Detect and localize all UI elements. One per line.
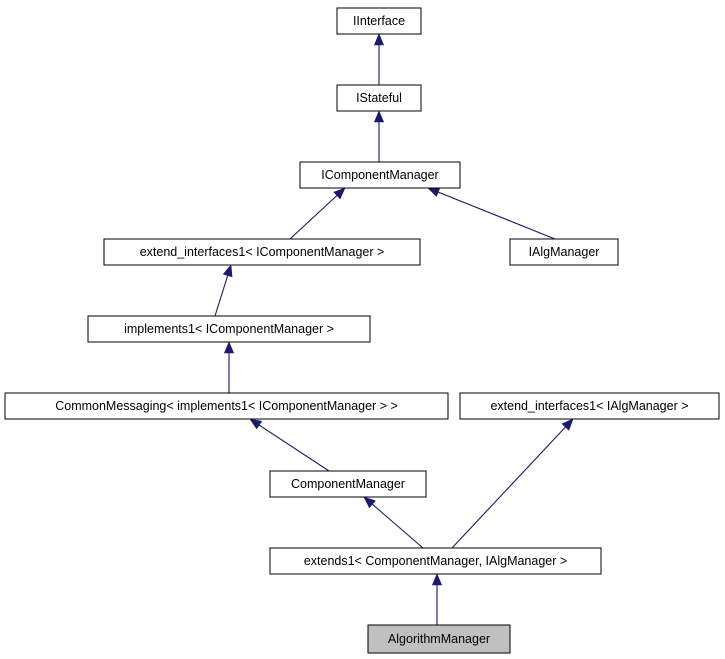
class-label: implements1< IComponentManager > <box>124 322 334 336</box>
edge-line <box>214 275 229 317</box>
inheritance-arrowhead-icon <box>373 110 385 123</box>
edge-line <box>451 426 566 549</box>
class-label: extend_interfaces1< IComponentManager > <box>140 245 385 259</box>
class-node-componentmanager[interactable]: ComponentManager <box>269 470 427 498</box>
class-box[interactable] <box>103 238 421 266</box>
class-node-commonmessaging[interactable]: CommonMessaging< implements1< IComponent… <box>4 392 449 420</box>
class-node-ialgmanager[interactable]: IAlgManager <box>509 238 619 266</box>
inheritance-edge <box>451 418 574 549</box>
inheritance-arrowhead-icon <box>373 33 385 46</box>
edge-line <box>438 191 556 240</box>
class-box[interactable] <box>4 392 449 420</box>
inheritance-arrowhead-icon <box>249 418 263 430</box>
inheritance-edge <box>363 496 424 549</box>
inheritance-arrowhead-icon <box>561 418 574 431</box>
inheritance-arrowhead-icon <box>427 187 441 197</box>
inheritance-edge <box>427 187 556 240</box>
inheritance-arrowhead-icon <box>363 496 376 509</box>
class-node-icomponentmanager[interactable]: IComponentManager <box>299 161 461 189</box>
class-label: ComponentManager <box>291 477 405 491</box>
class-label: extends1< ComponentManager, IAlgManager … <box>304 554 567 568</box>
class-box[interactable] <box>336 7 422 35</box>
class-node-extends1-componentmanager-ialgmanager[interactable]: extends1< ComponentManager, IAlgManager … <box>269 547 602 575</box>
edge-line <box>258 424 330 472</box>
inheritance-edge <box>373 110 385 162</box>
class-box[interactable] <box>509 238 619 266</box>
edge-line <box>289 195 338 240</box>
class-box[interactable] <box>336 84 422 112</box>
class-node-extend-interfaces1-icomponentmanager[interactable]: extend_interfaces1< IComponentManager > <box>103 238 421 266</box>
class-box[interactable] <box>367 624 511 654</box>
inheritance-edge <box>431 573 443 625</box>
class-node-implements1-icomponentmanager[interactable]: implements1< IComponentManager > <box>87 315 371 343</box>
inheritance-edge <box>214 264 233 317</box>
inheritance-arrowhead-icon <box>223 341 235 354</box>
inheritance-edge <box>249 418 330 472</box>
edge-line <box>371 503 424 549</box>
class-label: AlgorithmManager <box>388 632 490 646</box>
class-label: IComponentManager <box>321 168 438 182</box>
class-label: IStateful <box>356 91 402 105</box>
class-node-istateful[interactable]: IStateful <box>336 84 422 112</box>
class-box[interactable] <box>299 161 461 189</box>
inheritance-arrowhead-icon <box>333 187 346 200</box>
class-node-algorithmmanager[interactable]: AlgorithmManager <box>367 624 511 654</box>
inheritance-edge <box>289 187 346 240</box>
class-label: CommonMessaging< implements1< IComponent… <box>55 399 398 413</box>
class-label: IInterface <box>353 14 405 28</box>
inheritance-edge <box>373 33 385 85</box>
class-node-iinterface[interactable]: IInterface <box>336 7 422 35</box>
class-box[interactable] <box>459 392 720 420</box>
inheritance-arrowhead-icon <box>222 264 233 278</box>
inheritance-arrowhead-icon <box>431 573 443 586</box>
class-box[interactable] <box>269 547 602 575</box>
class-box[interactable] <box>87 315 371 343</box>
class-label: IAlgManager <box>529 245 600 259</box>
class-label: extend_interfaces1< IAlgManager > <box>490 399 688 413</box>
class-node-extend-interfaces1-ialgmanager[interactable]: extend_interfaces1< IAlgManager > <box>459 392 720 420</box>
class-box[interactable] <box>269 470 427 498</box>
inheritance-edge <box>223 341 235 393</box>
